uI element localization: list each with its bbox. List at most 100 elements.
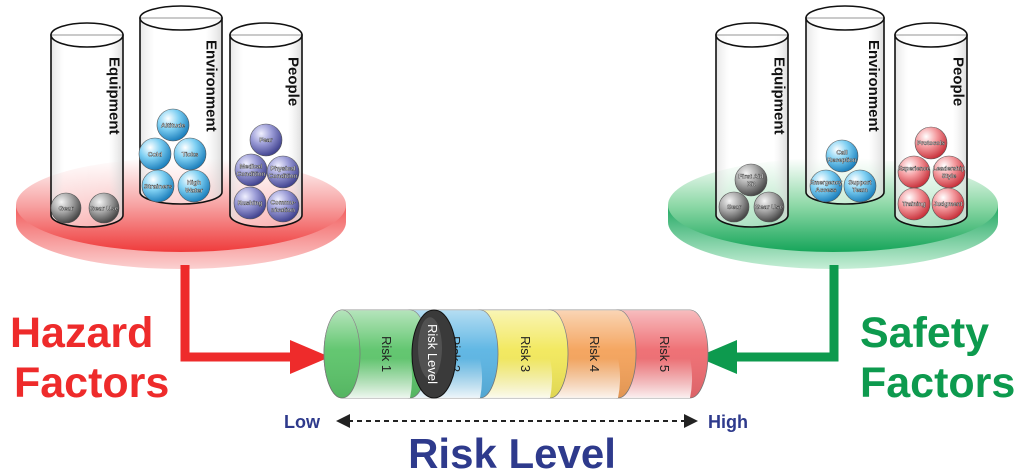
- factor-ball-altitude: Altitude: [156, 108, 190, 142]
- cylinder-body: [805, 17, 885, 205]
- ball-label: Gear: [727, 204, 742, 211]
- ball-label: Gear Use: [90, 205, 119, 212]
- cylinder-label: Environment: [865, 40, 882, 132]
- factor-ball-ticks: Ticks: [173, 137, 207, 171]
- ball-label: Protocols: [917, 141, 945, 147]
- ball-label: Experience: [898, 166, 931, 172]
- indicator-label: Risk Level: [425, 324, 440, 384]
- segment-label: Risk 5: [657, 336, 672, 372]
- ball-label: Judgment: [934, 202, 963, 208]
- cylinder-rim: [229, 22, 303, 48]
- ball-label: Training: [902, 202, 926, 208]
- factor-ball-experience: Experience: [897, 155, 931, 189]
- safety-title-line1: Safety: [860, 309, 989, 357]
- ball-sphere: [734, 163, 768, 197]
- indicator-gloss: [418, 317, 442, 379]
- factor-ball-gear-use: Gear Use: [88, 192, 120, 224]
- ball-sphere: [825, 139, 859, 173]
- high-label: High: [708, 412, 748, 432]
- cylinder-rim: [139, 5, 223, 31]
- ball-sphere: [233, 186, 267, 220]
- ball-sphere: [753, 191, 785, 223]
- low-arrowhead: [336, 414, 350, 428]
- safety-title-line2: Factors: [860, 359, 1015, 407]
- low-label: Low: [284, 412, 321, 432]
- ball-sphere: [914, 126, 948, 160]
- hazard-title-line1: Hazard: [10, 309, 153, 357]
- ball-label: Strainers: [144, 183, 173, 190]
- cylinder-rim: [894, 22, 968, 48]
- ball-sphere: [897, 187, 931, 221]
- ball-sphere: [177, 169, 211, 203]
- segment-label: Risk 3: [518, 336, 533, 372]
- scale-left-cap-shade: [324, 310, 360, 398]
- ball-sphere: [50, 192, 82, 224]
- cylinder-label: Equipment: [770, 57, 787, 135]
- ball-sphere: [809, 169, 843, 203]
- cylinder-rim: [50, 22, 124, 48]
- segment-label: Risk 1: [379, 336, 394, 372]
- ball-sphere: [249, 123, 283, 157]
- factor-ball-fear: Fear: [249, 123, 283, 157]
- cylinder-rim: [805, 5, 885, 31]
- factor-ball-commu-nication: Commu-nication: [266, 189, 300, 223]
- segment-label: Risk 4: [587, 336, 602, 372]
- ball-label: Cold: [148, 151, 162, 158]
- cylinder-label: Environment: [202, 40, 219, 132]
- factor-ball-protocols: Protocols: [914, 126, 948, 160]
- ball-sphere: [931, 187, 965, 221]
- ball-label: Gear Use: [755, 204, 783, 211]
- factor-ball-judgment: Judgment: [931, 187, 965, 221]
- ball-label: Gear: [59, 205, 74, 212]
- cylinder-body: [715, 34, 789, 228]
- risk-level-indicator: Risk Level: [411, 309, 457, 399]
- cylinder-label: People: [949, 57, 966, 106]
- cylinder-body: [50, 34, 124, 228]
- cylinder-label: Equipment: [105, 57, 122, 135]
- ball-label: Fear: [259, 137, 273, 144]
- factor-ball-gear: Gear: [718, 191, 750, 223]
- ball-label: Altitude: [161, 122, 186, 129]
- factor-ball-cold: Cold: [138, 137, 172, 171]
- cylinder-rim: [715, 22, 789, 48]
- ball-sphere: [88, 192, 120, 224]
- hazard-arrow: [180, 265, 330, 374]
- ball-sphere: [266, 155, 300, 189]
- ball-sphere: [156, 108, 190, 142]
- ball-label: Rushing: [238, 200, 263, 207]
- risk-level-caption: Risk Level: [408, 430, 616, 474]
- cylinder-label: People: [284, 57, 301, 106]
- factor-ball-gear: Gear: [50, 192, 82, 224]
- indicator-disc: [411, 309, 457, 399]
- ball-label: Ticks: [182, 151, 199, 158]
- safety-arrow: [697, 265, 839, 374]
- ball-label: Commu-nication: [270, 199, 295, 214]
- ball-sphere: [843, 169, 877, 203]
- ball-sphere: [173, 137, 207, 171]
- factor-ball-training: Training: [897, 187, 931, 221]
